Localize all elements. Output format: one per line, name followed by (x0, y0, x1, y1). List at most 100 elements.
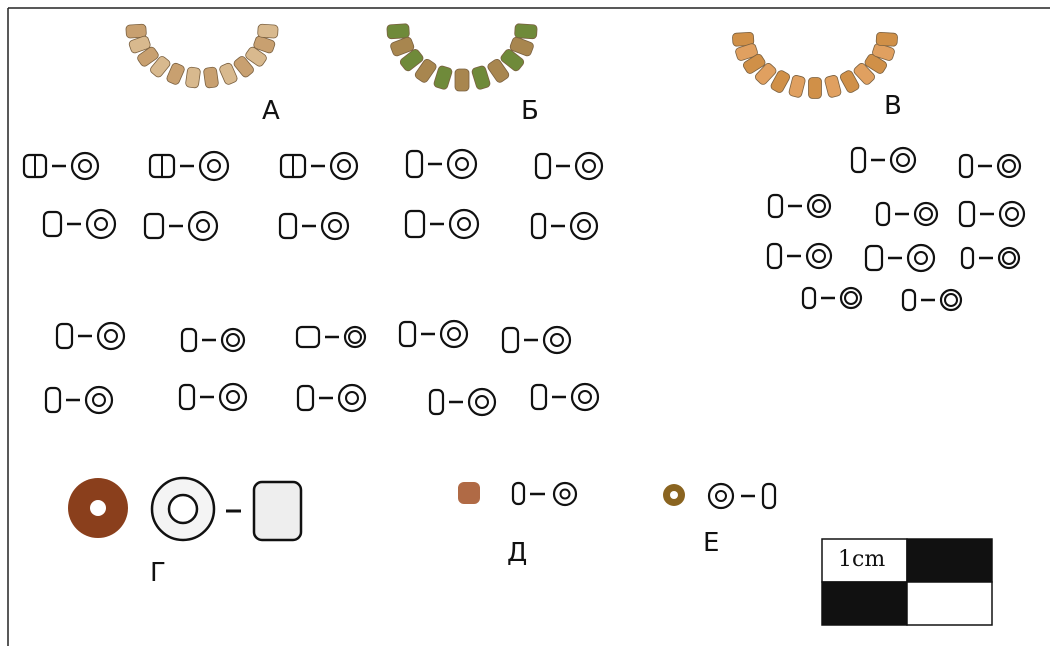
scale-bar (821, 538, 993, 626)
scale-cell-top-right (906, 538, 993, 583)
bead-hole (78, 159, 92, 173)
bead-ring (805, 242, 833, 270)
bead-side-view (180, 327, 198, 353)
bead-side-view (278, 212, 298, 240)
necklace-a-bead (137, 46, 159, 67)
label-b: Б (521, 96, 539, 126)
necklace-a (125, 23, 279, 89)
necklace-b-bead (386, 23, 410, 40)
bead-hole (919, 207, 933, 221)
bead-hole (447, 327, 461, 341)
bead-drawing (178, 382, 248, 412)
bead-ring (85, 208, 117, 240)
bead-side-view (958, 200, 976, 228)
bead-d-hole (559, 488, 571, 500)
bead-side-view (960, 246, 975, 270)
bead-hole (457, 217, 471, 231)
bead-side-view (958, 153, 974, 179)
bead-ring (329, 151, 359, 181)
bead-ring (839, 286, 863, 310)
bead-drawing (404, 208, 480, 240)
bead-drawing (501, 325, 572, 355)
scale-cell-bottom-left (821, 581, 908, 626)
bead-ring (997, 246, 1021, 270)
necklace-v-bead (839, 70, 860, 93)
bead-d-photo (458, 482, 480, 504)
necklace-a-bead (233, 56, 254, 78)
bead-ring (542, 325, 572, 355)
bead-drawing (428, 387, 497, 417)
necklace-a-bead (253, 35, 276, 54)
bead-side-view (178, 383, 196, 411)
bead-drawing (22, 151, 100, 181)
bead-drawing (875, 201, 939, 227)
bead-side-view (864, 244, 884, 272)
bead-side-view (901, 288, 917, 312)
bead-side-view (398, 320, 417, 348)
bead-drawing (42, 208, 117, 240)
necklace-b-bead (487, 58, 510, 83)
bead-g-drawing-inner (167, 493, 199, 525)
bead-side-view (405, 149, 424, 179)
bead-ring (998, 200, 1026, 228)
necklace-b (386, 23, 538, 92)
necklace-v-bead (824, 75, 842, 98)
necklace-a-bead (166, 62, 185, 85)
necklace-b-bead (514, 23, 538, 40)
necklace-a-bead (150, 56, 171, 78)
bead-side-view (767, 193, 784, 219)
bead-ring (187, 210, 219, 242)
necklace-b-bead (509, 36, 534, 57)
bead-hole (578, 390, 592, 404)
bead-hole (577, 219, 591, 233)
bead-hole (1002, 159, 1016, 173)
necklace-v-bead (788, 75, 806, 98)
bead-drawing (398, 319, 469, 349)
bead-drawing (530, 211, 599, 241)
bead-drawing (55, 321, 126, 351)
bead-drawing (766, 242, 833, 270)
bead-ring (906, 243, 936, 273)
necklace-v-bead (864, 53, 888, 74)
bead-hole (226, 390, 240, 404)
bead-ring (574, 151, 604, 181)
necklace-v-bead (742, 53, 766, 74)
bead-hole (812, 249, 826, 263)
bead-drawing (864, 243, 936, 273)
bead-drawing (279, 151, 359, 181)
bead-g-group (68, 476, 303, 542)
bead-drawing (278, 211, 350, 241)
bead-ring (337, 383, 367, 413)
bead-side-view (850, 146, 867, 174)
bead-ring (84, 385, 114, 415)
bead-ring (467, 387, 497, 417)
bead-side-view (534, 152, 552, 180)
bead-side-view (428, 388, 445, 416)
label-a: А (262, 96, 280, 126)
label-e: Е (703, 528, 720, 558)
bead-hole (455, 157, 469, 171)
bead-e-ring (707, 482, 735, 510)
bead-drawings (22, 146, 1026, 417)
bead-hole (345, 391, 359, 405)
bead-hole (475, 395, 489, 409)
necklace-a-bead (245, 46, 267, 67)
bead-drawing (295, 325, 367, 349)
necklace-v-bead (808, 77, 822, 99)
necklace-b-bead (390, 36, 415, 57)
necklace-a-bead (125, 23, 147, 39)
necklace-a-bead (257, 23, 279, 39)
bead-drawing (405, 148, 478, 180)
bead-side-view (530, 212, 547, 240)
necklace-a-bead (203, 66, 219, 89)
bead-drawing (850, 146, 917, 174)
necklace-v-bead (755, 63, 777, 85)
bead-side-view (42, 210, 63, 238)
bead-drawing (801, 286, 863, 310)
necklace-b-bead (414, 58, 437, 83)
bead-e-hole (715, 490, 727, 502)
bead-drawing (180, 327, 246, 353)
necklace-v-bead (770, 70, 791, 93)
bead-hole (1002, 251, 1016, 265)
